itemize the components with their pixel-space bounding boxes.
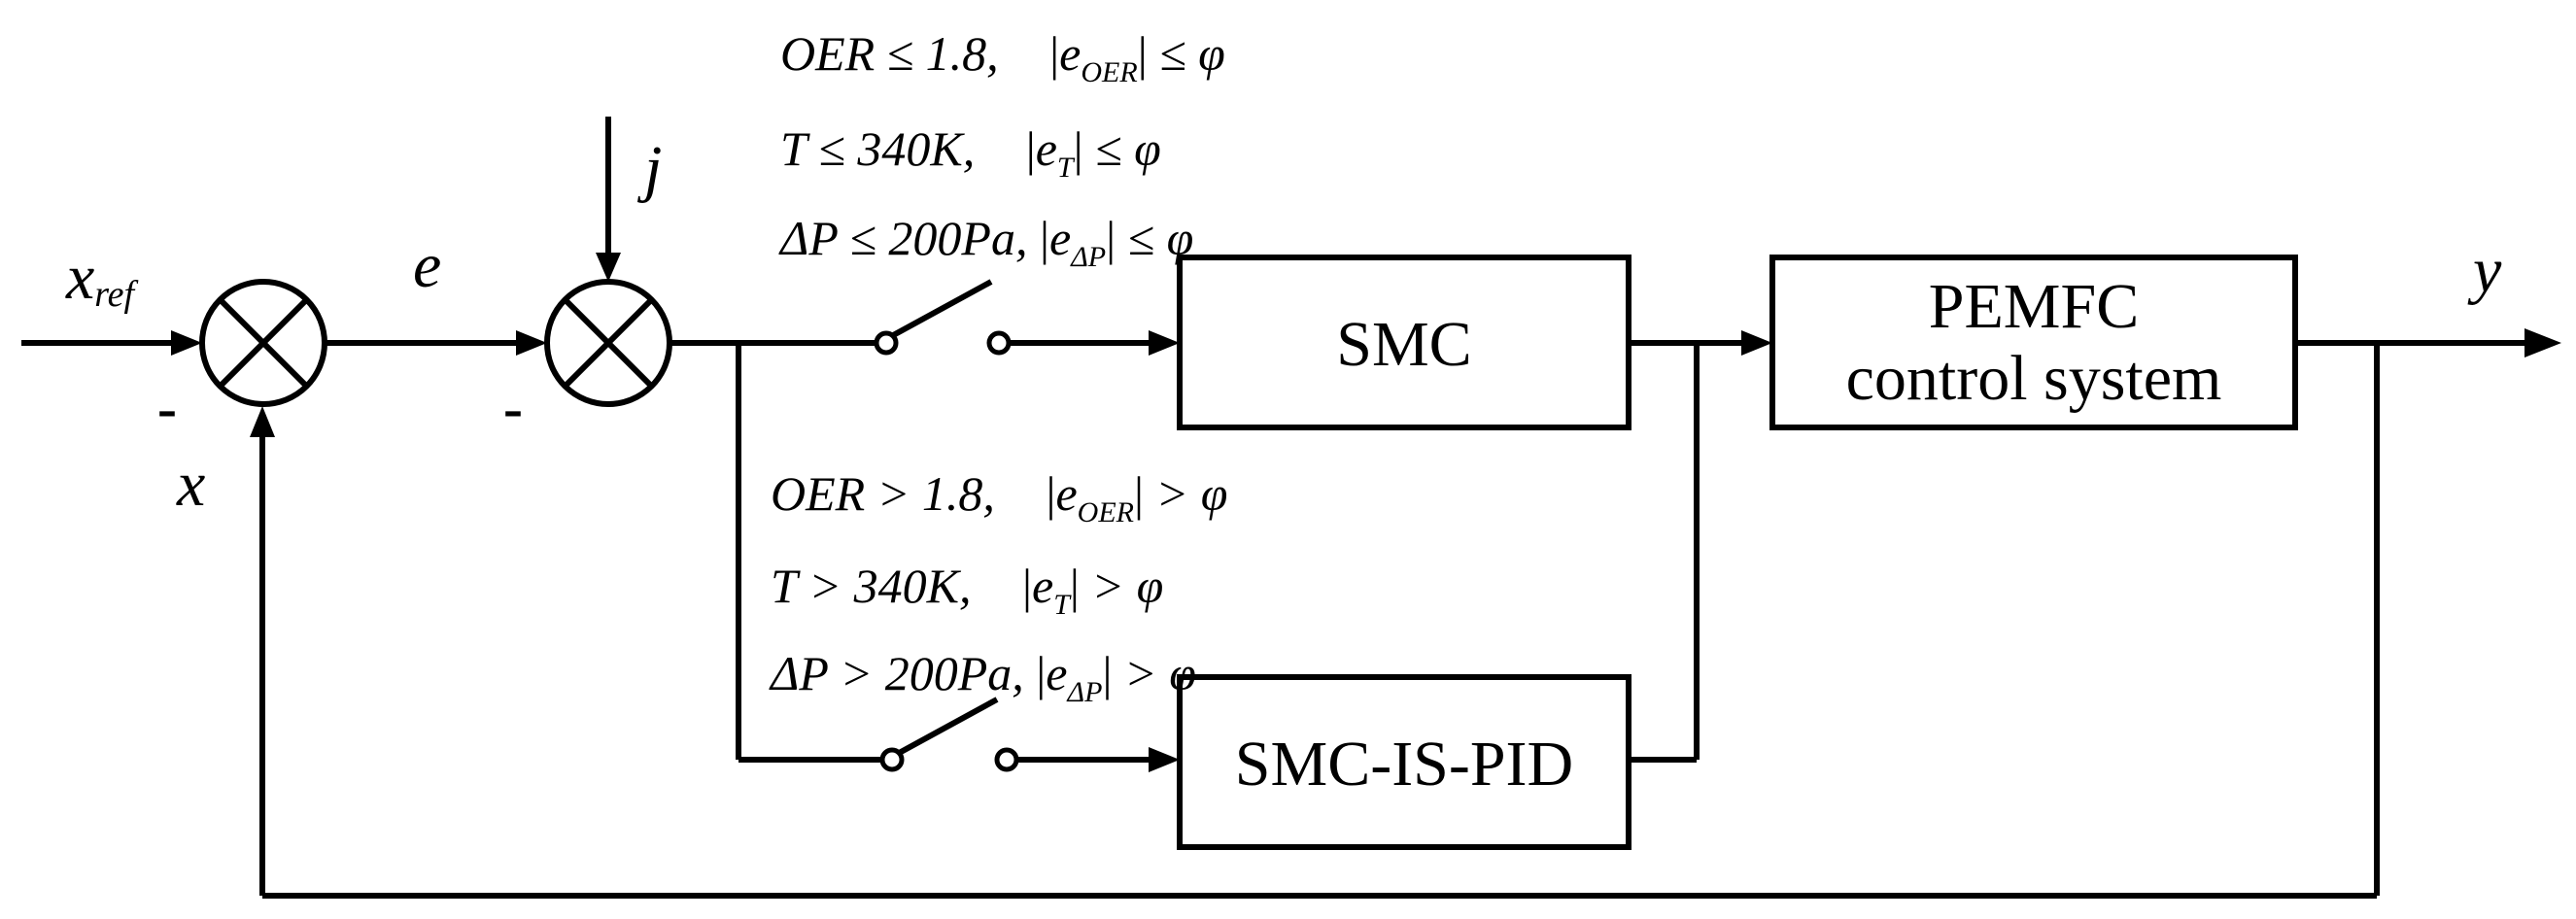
smc-condition-t: T ≤ 340K, |eT| ≤ φ bbox=[780, 121, 1161, 184]
upper-switch-blade bbox=[884, 279, 993, 342]
x-feedback-label: x bbox=[176, 449, 205, 520]
smc-label: SMC bbox=[1336, 309, 1471, 380]
smc-is-pid-label: SMC-IS-PID bbox=[1235, 729, 1573, 800]
e-label: e bbox=[413, 230, 441, 301]
pemfc-label-line1: PEMFC bbox=[1929, 271, 2139, 342]
minus-sign-2: - bbox=[503, 376, 523, 440]
pid-condition-oer: OER > 1.8, |eOER| > φ bbox=[771, 466, 1227, 528]
lower-switch-blade bbox=[890, 697, 999, 760]
summing-junction-2 bbox=[544, 279, 672, 407]
smc-condition-dp: ΔP ≤ 200Pa, |eΔP| ≤ φ bbox=[778, 211, 1193, 273]
input-arrowhead bbox=[171, 330, 202, 356]
summing-junction-1 bbox=[199, 279, 327, 407]
output-arrowhead bbox=[2524, 328, 2561, 357]
feedback-arrowhead bbox=[250, 406, 275, 437]
disturbance-arrowhead bbox=[596, 253, 621, 282]
lower-switch-contact-right bbox=[994, 747, 1019, 772]
x-ref-label: xref bbox=[65, 242, 139, 315]
upper-switch-contact-left bbox=[874, 330, 899, 356]
pid-input-arrowhead bbox=[1149, 747, 1180, 772]
smc-block bbox=[1177, 255, 1631, 430]
pid-conditions: OER > 1.8, |eOER| > φ T > 340K, |eT| > φ… bbox=[769, 466, 1227, 708]
pemfc-label-line2: control system bbox=[1846, 343, 2222, 414]
upper-switch-contact-right bbox=[986, 330, 1012, 356]
pid-condition-t: T > 340K, |eT| > φ bbox=[771, 559, 1163, 621]
smc-is-pid-block bbox=[1177, 674, 1631, 850]
smc-conditions: OER ≤ 1.8, |eOER| ≤ φ T ≤ 340K, |eT| ≤ φ… bbox=[778, 26, 1225, 273]
pid-condition-dp: ΔP > 200Pa, |eΔP| > φ bbox=[769, 646, 1196, 708]
error-arrowhead bbox=[516, 330, 547, 356]
pemfc-block bbox=[1769, 255, 2298, 430]
lower-switch-contact-left bbox=[879, 747, 905, 772]
smc-condition-oer: OER ≤ 1.8, |eOER| ≤ φ bbox=[780, 26, 1225, 88]
minus-sign-1: - bbox=[157, 376, 177, 440]
pemfc-input-arrowhead bbox=[1741, 330, 1772, 356]
smc-input-arrowhead bbox=[1149, 330, 1180, 356]
j-label: j bbox=[636, 133, 662, 204]
y-output-label: y bbox=[2467, 235, 2502, 306]
